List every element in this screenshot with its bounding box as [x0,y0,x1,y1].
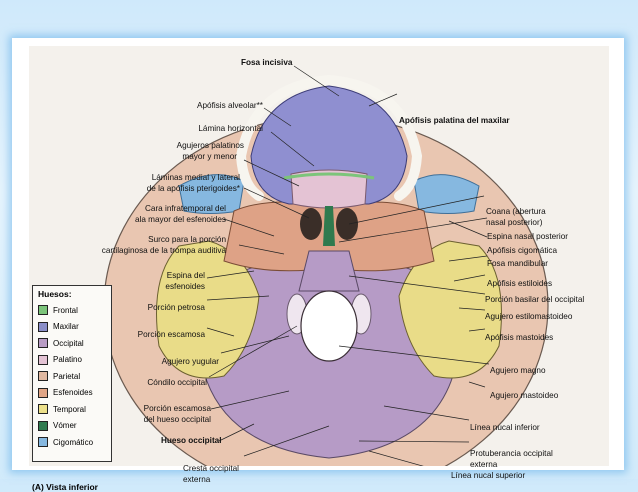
legend-item: Palatino [38,352,106,369]
skull-inferior-view [103,65,549,466]
label-agujero-estilomastoideo: Agujero estilomastoideo [485,312,573,321]
label-hueso-occipital: Hueso occipital [161,436,222,445]
label-agujero-mastoideo: Agujero mastoideo [490,391,559,400]
label-fosa-mandibular: Fosa mandibular [487,259,548,268]
label-porcion-petrosa: Porción petrosa [147,303,205,312]
legend-title: Huesos: [38,289,72,299]
label-espina-esfenoides-2: esfenoides [165,282,205,291]
legend-item: Cigomático [38,434,106,451]
legend-swatch [38,387,48,398]
legend-label: Palatino [53,355,82,365]
teeth-right [324,75,423,201]
label-porcion-escamosa-occipital-2: del hueso occipital [143,415,211,424]
foramen-magnum [300,290,358,362]
palatine-bone [290,169,368,209]
label-agujeros-palatinos-2: mayor y menor [182,152,237,161]
legend-label: Vómer [53,421,77,431]
zygomatic-left [178,174,245,214]
legend-label: Maxilar [53,322,79,332]
label-condilo-occipital: Cóndilo occipital [147,378,207,387]
label-porcion-escamosa: Porción escamosa [137,330,205,339]
legend-item: Parietal [38,368,106,385]
temporal-bone-right [398,240,502,379]
legend-label: Occipital [53,338,84,348]
label-linea-nucal-inferior: Línea nucal inferior [470,423,540,432]
legend-swatch [38,305,48,316]
label-apofisis-mastoides: Apófisis mastoides [485,333,554,342]
legend-swatch [38,321,48,332]
legend-item: Frontal [38,302,106,319]
legend-label: Parietal [53,371,81,381]
label-fosa-incisiva: Fosa incisiva [241,58,293,67]
leader-lines [206,65,490,466]
label-apofisis-alveolar: Apófisis alveolar** [197,101,263,110]
label-coana-2: nasal posterior) [486,218,543,227]
legend-label: Cigomático [53,437,94,447]
legend-label: Temporal [53,404,86,414]
skull-figure: Fosa incisiva Apófisis alveolar** Lámina… [29,46,609,484]
teeth-left [235,75,334,201]
label-espina-nasal: Espina nasal posterior [487,232,569,241]
legend-item: Vómer [38,418,106,435]
label-laminas: Láminas medial y lateral [151,173,240,182]
legend-item: Temporal [38,401,106,418]
frontal-bone [283,172,375,180]
legend-item: Occipital [38,335,106,352]
legend-swatch [38,437,48,448]
legend-item: Maxilar [38,319,106,336]
label-espina-esfenoides: Espina del [166,271,205,280]
label-apofisis-estiloides: Apófisis estiloides [487,279,553,288]
figure-caption: (A) Vista inferior [32,482,98,492]
label-cresta-occipital-2: externa [183,475,211,484]
legend-swatch [38,354,48,365]
label-agujero-magno: Agujero magno [490,366,546,375]
label-coana: Coana (abertura [486,207,546,216]
label-apofisis-palatina: Apófisis palatina del maxilar [399,116,510,125]
label-laminas-2: de la apófisis pterigoides* [146,184,240,193]
label-agujero-yugular: Agujero yugular [161,357,219,366]
label-porcion-basilar: Porción basilar del occipital [485,295,585,304]
legend-label: Esfenoides [53,388,93,398]
label-apofisis-cigomatica: Apófisis cigomática [487,246,558,255]
temporal-bone-left [156,240,260,379]
label-agujeros-palatinos: Agujeros palatinos [176,141,244,150]
label-linea-nucal-superior: Línea nucal superior [451,471,526,480]
legend-swatch [38,420,48,431]
legend-swatch [38,371,48,382]
legend-item: Esfenoides [38,385,106,402]
vomer-bone [323,206,335,246]
label-protuberancia-2: externa [470,460,498,469]
label-lamina-horizontal: Lámina horizontal [198,124,263,133]
label-cresta-occipital: Cresta occipital [183,464,239,473]
choana-left [300,208,322,240]
label-cara-infratemporal: Cara infratemporal del [144,204,226,213]
zygomatic-right [413,174,480,214]
label-protuberancia: Protuberancia occipital [470,449,553,458]
label-surco: Surco para la porción [148,235,226,244]
legend-swatch [38,338,48,349]
label-porcion-escamosa-occipital: Porción escamosa [143,404,211,413]
choana-right [336,208,358,240]
basilar-occipital [298,250,360,292]
slide-frame: Fosa incisiva Apófisis alveolar** Lámina… [12,38,624,492]
legend-swatch [38,404,48,415]
legend-label: Frontal [53,305,78,315]
label-cara-infratemporal-2: ala mayor del esfenoides [134,215,226,224]
label-surco-2: cartilaginosa de la trompa auditiva [101,246,226,255]
